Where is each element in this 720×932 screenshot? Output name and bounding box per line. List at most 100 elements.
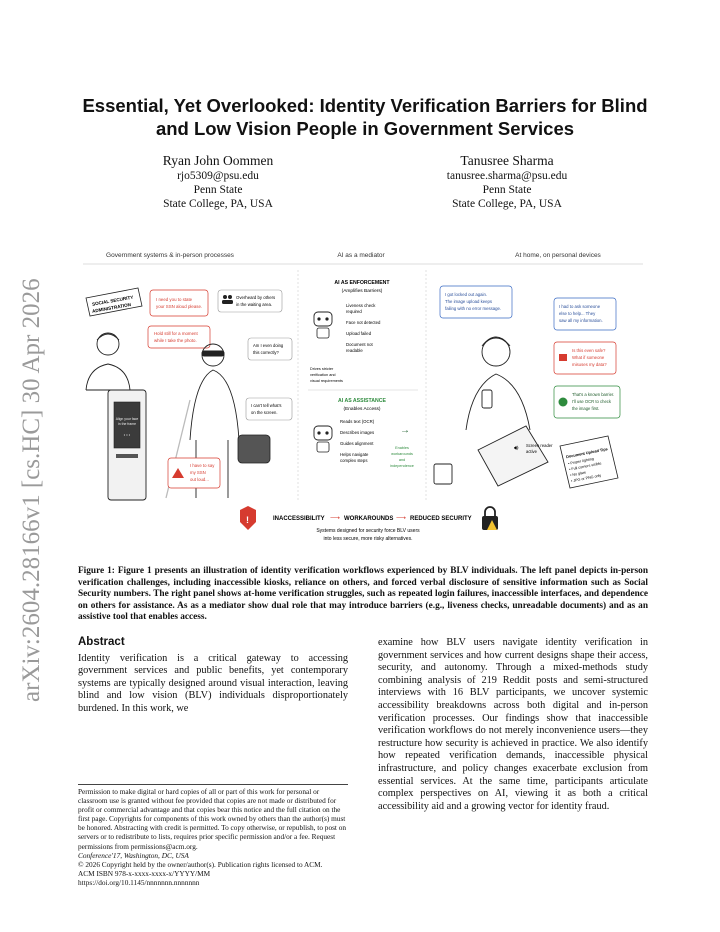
kiosk-dots: • • • xyxy=(124,432,131,437)
bubble-text: That's a known barrier. xyxy=(572,392,614,397)
enables-text: independence xyxy=(390,464,414,468)
warning-icon xyxy=(172,468,184,478)
flow-step-2: WORKAROUNDS xyxy=(344,516,393,522)
assistance-title: AI AS ASSISTANCE xyxy=(338,398,386,404)
author-block-1: Ryan John Oommen rjo5309@psu.edu Penn St… xyxy=(108,152,328,211)
bubble-text: I had to ask someone xyxy=(559,304,601,309)
assistance-item: Guides alignment xyxy=(340,441,374,446)
bubble-overheard: Overheard by others in the waiting area. xyxy=(217,289,283,313)
bubble-text: saw all my information. xyxy=(559,318,603,323)
lock-icon xyxy=(559,354,567,361)
bubble-text: my SSN xyxy=(190,470,206,475)
bubble-text: I have to say xyxy=(190,463,215,468)
bubble-text: Am I even doing xyxy=(253,343,284,348)
bubble-text: I'll use OCR to check xyxy=(572,399,612,404)
bubble-cant-tell: I can't tell what's on the screen. xyxy=(245,397,293,421)
kiosk: Align your face in the frame • • • xyxy=(107,389,147,501)
bubble-correct: Am I even doing this correctly? xyxy=(247,337,293,361)
drives-text: Drives stricter xyxy=(310,367,334,371)
enforcement-item: Face not detected xyxy=(346,320,381,325)
enforcement-title: AI AS ENFORCEMENT xyxy=(334,280,390,286)
assistance-item: Describes images xyxy=(340,430,374,435)
paper-title: Essential, Yet Overlooked: Identity Veri… xyxy=(60,94,670,140)
bubble-say-ssn: I have to say my SSN out loud... xyxy=(167,457,221,489)
upload-tips-doc: Document Upload Tips • Proper lighting •… xyxy=(559,435,619,489)
enforcement-item: Document not xyxy=(346,342,374,347)
flow-step-3: REDUCED SECURITY xyxy=(410,516,472,522)
drives-text: verification and xyxy=(310,373,336,377)
bubble-text: I got locked out again. xyxy=(445,292,487,297)
bubble-text: Overheard by others xyxy=(236,295,275,300)
abstract-heading: Abstract xyxy=(78,636,125,648)
bubble-text: this correctly? xyxy=(253,350,280,355)
flow-description: Systems designed for security force BLV … xyxy=(316,528,420,534)
enforcement-subtitle: (Amplifies Barriers) xyxy=(342,288,383,294)
isbn-line: ACM ISBN 978-x-xxxx-xxxx-x/YYYY/MM xyxy=(78,868,211,878)
kiosk-line-2: in the frame xyxy=(118,422,136,426)
bubble-text: out loud... xyxy=(190,477,209,482)
social-security-sign: SOCIAL SECURITY ADMINISTRATION xyxy=(85,287,143,317)
bubble-asked-someone: I had to ask someone else to help... The… xyxy=(553,297,617,331)
assistance-item: Helps navigate xyxy=(340,452,369,457)
bag xyxy=(237,434,271,464)
robot-icon xyxy=(313,311,333,339)
enforcement-item: required xyxy=(346,309,362,314)
bubble-text: misuses my data? xyxy=(572,362,607,367)
check-icon xyxy=(558,397,568,407)
assistance-section: AI AS ASSISTANCE (Enables Access) Reads … xyxy=(313,398,414,468)
figure-illustration: Government systems & in-person processes… xyxy=(78,240,648,555)
tips-item: • No glare xyxy=(570,470,587,477)
sign-line-2: ADMINISTRATION xyxy=(92,302,132,314)
lock-warning-icon xyxy=(482,506,498,530)
enables-text: Enables xyxy=(395,446,409,450)
mug xyxy=(433,463,453,485)
bubble-text: I can't tell what's xyxy=(251,403,281,408)
arxiv-stamp-text: arXiv:2604.28166v1 [cs.HC] 30 Apr 2026 xyxy=(18,278,45,702)
bubble-text: Hold still for a moment xyxy=(154,331,198,336)
figure-1: Government systems & in-person processes… xyxy=(78,240,648,555)
screen-reader-text: active xyxy=(526,449,538,454)
author-location: State College, PA, USA xyxy=(452,198,562,210)
panel-left-title: Government systems & in-person processes xyxy=(106,252,235,259)
screen-reader-label: 🔊︎ Screen reader active xyxy=(514,443,553,454)
flow-step-1: INACCESSIBILITY xyxy=(273,516,325,522)
title-line-2: and Low Vision People in Government Serv… xyxy=(155,118,575,139)
bubble-text: The image upload keeps xyxy=(445,299,492,304)
author-name: Tanusree Sharma xyxy=(460,153,554,168)
footnote-rule xyxy=(78,784,348,785)
enforcement-item: readable xyxy=(346,348,363,353)
bubble-text: on the screen. xyxy=(251,410,278,415)
screen-reader-text: Screen reader xyxy=(526,443,553,448)
bubble-hold-still: Hold still for a moment while I take the… xyxy=(147,325,211,349)
enables-text: workarounds xyxy=(391,452,413,456)
flow-banner: ! INACCESSIBILITY ⟶ WORKAROUNDS ⟶ REDUCE… xyxy=(240,506,498,542)
author-location: State College, PA, USA xyxy=(163,198,273,210)
bubble-text: failing with no error message. xyxy=(445,306,501,311)
author-affiliation: Penn State xyxy=(482,184,532,196)
drives-text: visual requirements xyxy=(310,379,343,383)
bubble-text: else to help... They xyxy=(559,311,596,316)
abstract-left-column: Abstract Identity verification is a crit… xyxy=(78,636,348,716)
kiosk-line-1: Align your face xyxy=(116,417,139,421)
title-line-1: Essential, Yet Overlooked: Identity Veri… xyxy=(82,95,648,116)
panel-right-title: At home, on personal devices xyxy=(515,252,601,259)
arrow-right-icon: → xyxy=(400,425,410,436)
figure-caption: Figure 1: Figure 1 presents an illustrat… xyxy=(78,566,648,623)
bubble-is-safe: Is this even safe? What if someone misus… xyxy=(553,341,617,375)
home-user-figure xyxy=(465,336,531,431)
author-block-2: Tanusree Sharma tanusree.sharma@psu.edu … xyxy=(397,152,617,211)
flow-description: into less secure, more risky alternative… xyxy=(324,536,413,542)
conference-line: Conference'17, Washington, DC, USA xyxy=(78,850,189,860)
people-icon xyxy=(222,295,233,304)
assistance-item: complex steps xyxy=(340,458,367,463)
assistance-item: Reads text (OCR) xyxy=(340,419,375,424)
doi-line: https://doi.org/10.1145/nnnnnnn.nnnnnnn xyxy=(78,877,200,887)
author-affiliation: Penn State xyxy=(193,184,243,196)
enforcement-item: Liveness check xyxy=(346,303,376,308)
bubble-text: the image first. xyxy=(572,406,599,411)
robot-icon xyxy=(313,425,333,453)
tips-item: • Proper lighting xyxy=(568,457,594,466)
author-email: tanusree.sharma@psu.edu xyxy=(446,170,568,182)
copyright-line: © 2026 Copyright held by the owner/autho… xyxy=(78,859,323,869)
bubble-text: Is this even safe? xyxy=(572,348,606,353)
